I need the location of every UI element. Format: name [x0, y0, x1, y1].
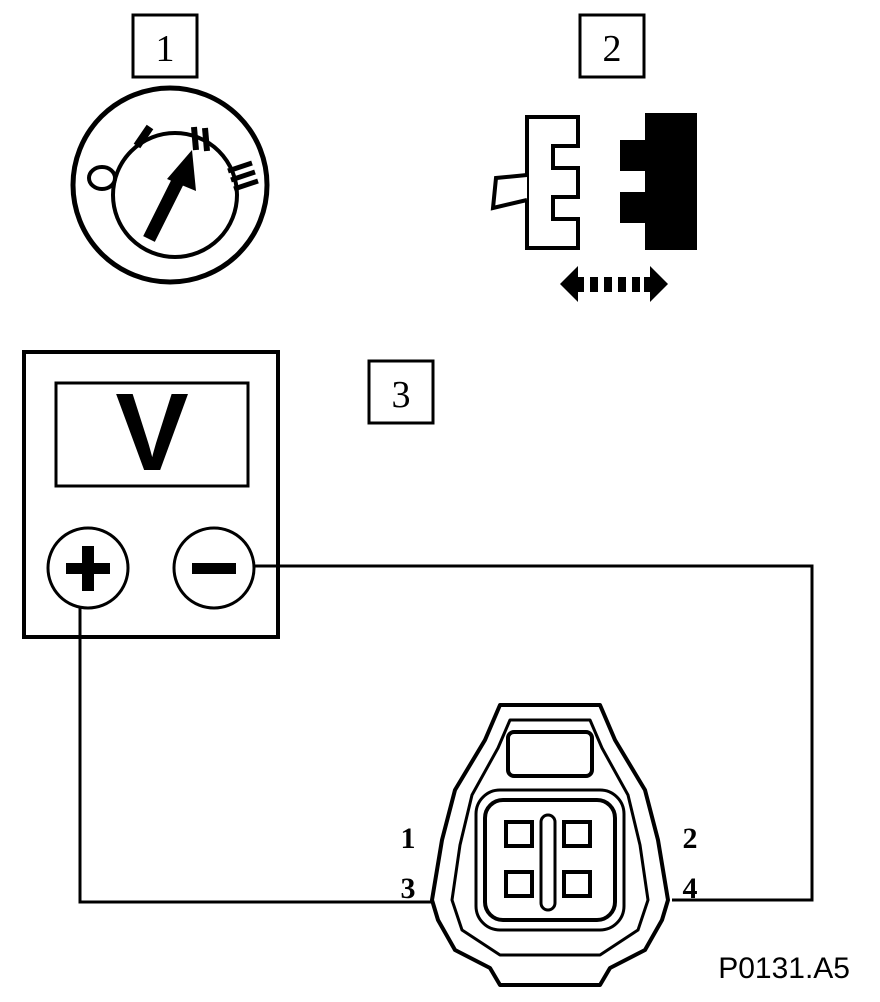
- figure-code: P0131.A5: [718, 952, 850, 985]
- pin-2-socket: [562, 820, 592, 848]
- position-0-marker: [87, 165, 117, 191]
- voltmeter: V: [22, 350, 280, 639]
- pin-4-label: 4: [683, 872, 698, 905]
- step-3-label: 3: [392, 374, 411, 416]
- center-key: [539, 813, 557, 912]
- key-pointer-arrow: [143, 150, 196, 242]
- position-I-marker: [133, 124, 154, 149]
- pin-1-label: 1: [401, 822, 416, 855]
- connector-latch: [506, 730, 594, 778]
- connector-disconnect-icon: [490, 113, 697, 302]
- pin-2-label: 2: [683, 822, 698, 855]
- step-2-label-box: 2: [578, 13, 646, 79]
- ignition-switch-icon: [70, 85, 270, 285]
- pin-3-label: 3: [401, 872, 416, 905]
- sensor-connector: 1 2 3 4: [401, 703, 698, 987]
- pin-1-socket: [504, 820, 534, 848]
- position-III-marker: [227, 160, 259, 192]
- step-3-label-box: 3: [367, 359, 435, 425]
- step-1-label: 1: [156, 28, 175, 70]
- step-1-label-box: 1: [131, 13, 199, 79]
- voltmeter-display: [54, 381, 250, 488]
- plus-terminal: [46, 526, 130, 610]
- position-II-marker: [191, 126, 210, 152]
- positive-lead-wire: [78, 608, 432, 904]
- step-2-label: 2: [603, 28, 622, 70]
- separate-arrow-icon: [560, 266, 668, 302]
- voltmeter-display-letter: V: [115, 371, 188, 494]
- pin-4-socket: [562, 870, 592, 898]
- test-leads: [78, 564, 814, 904]
- negative-lead-wire: [254, 564, 814, 902]
- minus-terminal: [172, 526, 256, 610]
- pin-3-socket: [504, 870, 534, 898]
